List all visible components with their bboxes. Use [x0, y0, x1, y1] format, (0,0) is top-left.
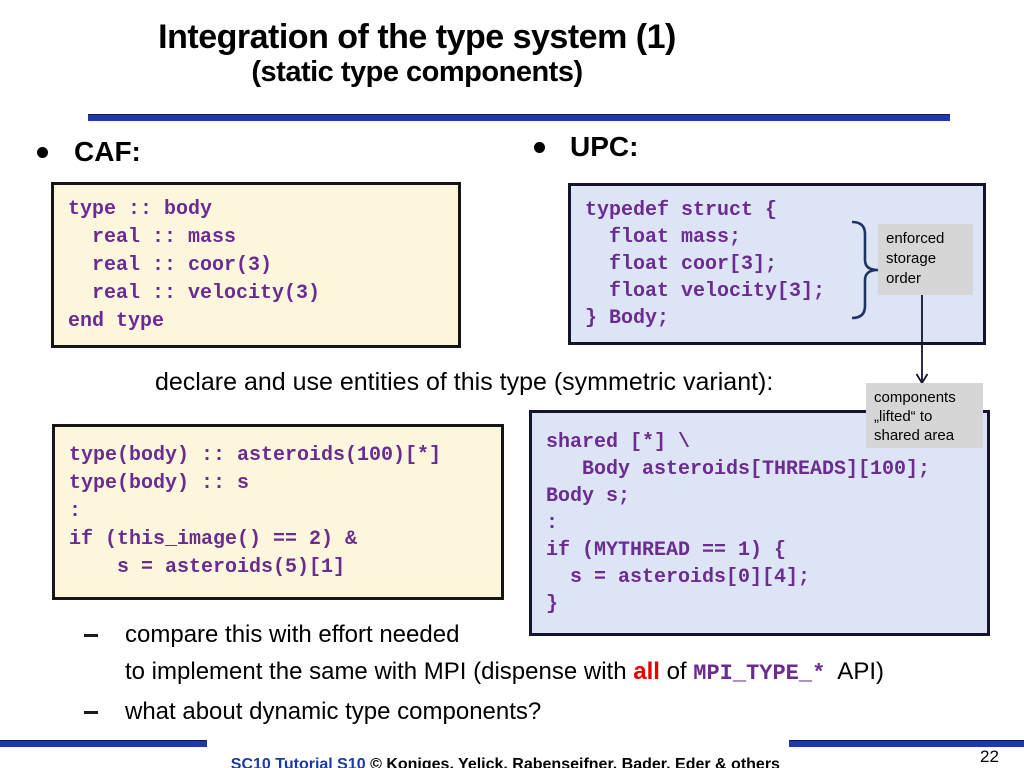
footer-tutorial-label: SC10 Tutorial S10	[230, 756, 366, 768]
compare-line2-suffix: API)	[825, 658, 884, 685]
storage-order-brace-icon	[851, 220, 879, 320]
caf-bullet-icon	[37, 147, 48, 158]
upc-bullet-icon	[534, 142, 545, 153]
mpi-type-code: MPI_TYPE_*	[693, 661, 826, 686]
title-divider	[88, 114, 950, 121]
compare-dash-icon	[84, 634, 98, 637]
footer: SC10 Tutorial S10 © Koniges, Yelick, Rab…	[213, 738, 780, 768]
caf-typedef-codebox: type :: body real :: mass real :: coor(3…	[51, 182, 461, 348]
compare-text-line2: to implement the same with MPI (dispense…	[125, 657, 884, 689]
compare-text-line1: compare this with effort needed	[125, 621, 460, 648]
compare-line2-of: of	[659, 658, 694, 685]
compare-line2-prefix: to implement the same with MPI (dispense…	[125, 658, 634, 685]
dynamic-text: what about dynamic type components?	[125, 698, 542, 725]
footer-rule-right	[789, 740, 1024, 747]
footer-rule-left	[0, 740, 207, 747]
all-highlight: all	[633, 658, 660, 685]
upc-heading: UPC:	[570, 131, 639, 162]
caf-heading: CAF:	[74, 136, 141, 167]
upc-usage-codebox: shared [*] \ Body asteroids[THREADS][100…	[529, 410, 990, 636]
title-block: Integration of the type system (1) (stat…	[0, 18, 834, 89]
footer-credits: © Koniges, Yelick, Rabenseifner, Bader, …	[365, 756, 780, 768]
dynamic-dash-icon	[84, 711, 98, 714]
caf-usage-codebox: type(body) :: asteroids(100)[*] type(bod…	[52, 424, 504, 600]
declare-use-text: declare and use entities of this type (s…	[155, 368, 774, 396]
page-number: 22	[980, 747, 999, 766]
page-title: Integration of the type system (1)	[158, 18, 676, 56]
enforced-storage-note: enforced storage order	[878, 224, 973, 295]
components-lifted-note: components „lifted“ to shared area	[866, 383, 983, 448]
page-subtitle: (static type components)	[251, 56, 583, 88]
lifted-arrow-icon	[915, 295, 929, 385]
